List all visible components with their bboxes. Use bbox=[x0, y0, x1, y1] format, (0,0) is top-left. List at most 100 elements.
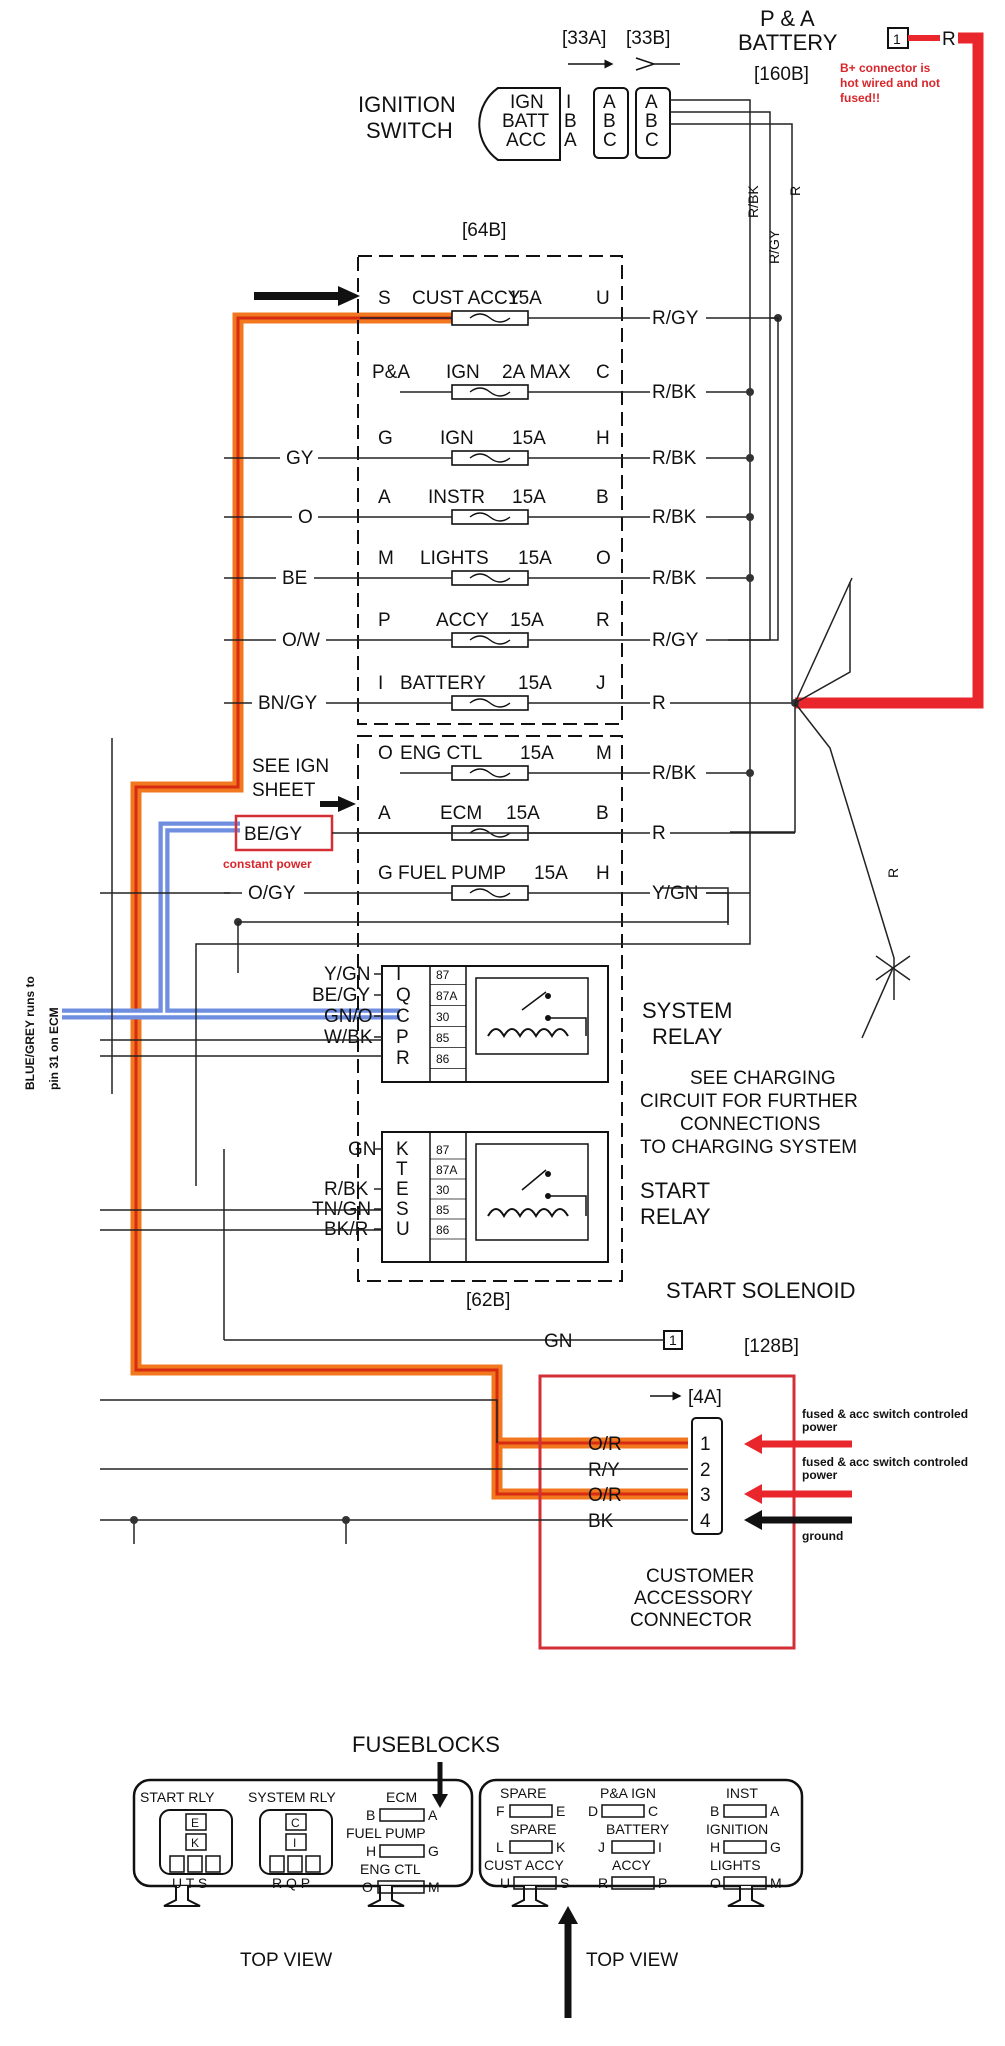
fuse-name: ECM bbox=[440, 803, 482, 824]
acc-title-1: CUSTOMER bbox=[646, 1566, 754, 1587]
relay-letter: U bbox=[396, 1219, 410, 1240]
rf-label-pa-ign: P&A IGN bbox=[600, 1785, 656, 1801]
relay-letter: C bbox=[396, 1006, 410, 1027]
fuse-left-letter: G bbox=[378, 863, 393, 884]
rf-label-battery: BATTERY bbox=[606, 1821, 670, 1837]
relay-letter: S bbox=[396, 1199, 409, 1220]
fuse-name: IGN bbox=[440, 428, 474, 449]
connector-33b: [33B] bbox=[626, 28, 670, 49]
fuse-block-62b bbox=[357, 735, 623, 1282]
connector-128b: [128B] bbox=[744, 1336, 799, 1357]
rf-pin-right: A bbox=[770, 1803, 780, 1819]
rf-pin-left: H bbox=[710, 1839, 720, 1855]
rf-fuse-slot bbox=[723, 1876, 767, 1890]
ign-letter-i: I bbox=[566, 92, 571, 113]
rf-pin-left: F bbox=[496, 1803, 505, 1819]
charging-line-4: TO CHARGING SYSTEM bbox=[640, 1137, 857, 1158]
rf-label-accy: ACCY bbox=[612, 1857, 652, 1873]
rf-pin-left: B bbox=[710, 1803, 719, 1819]
plug-33b-c: C bbox=[645, 130, 659, 151]
start-solenoid-title: START SOLENOID bbox=[666, 1278, 856, 1303]
rf-fuse-slot bbox=[513, 1876, 557, 1890]
relay-pin: 87 bbox=[436, 968, 450, 982]
fuse-out-wire: R/BK bbox=[652, 507, 697, 528]
acc-wire: R/Y bbox=[588, 1460, 620, 1481]
fuse-right-letter: C bbox=[596, 362, 610, 383]
fuse-amp: 15A bbox=[518, 548, 552, 569]
battery-wire-r: R bbox=[942, 29, 956, 50]
acc-wire: O/R bbox=[588, 1485, 622, 1506]
pa-battery: P & A BATTERY [160B] 1 R B+ connector is… bbox=[738, 6, 956, 105]
fuse-name: IGN bbox=[446, 362, 480, 383]
fuse-amp: 15A bbox=[510, 610, 544, 631]
ign-label: IGN bbox=[510, 92, 544, 113]
fuse-right-letter: H bbox=[596, 428, 610, 449]
plug-33a-c: C bbox=[603, 130, 617, 151]
relay-letter: Q bbox=[396, 985, 411, 1006]
lf-ecm-b: B bbox=[366, 1807, 375, 1823]
relay-feed-wires bbox=[100, 887, 729, 1340]
lf-start-e: E bbox=[191, 1816, 199, 1830]
ecm-feed-note: constant power bbox=[223, 857, 312, 871]
vwire-rbk: R/BK bbox=[745, 185, 761, 218]
rf-pin-left: J bbox=[598, 1839, 605, 1855]
rf-label-spare1: SPARE bbox=[500, 1785, 546, 1801]
relay-pin: 30 bbox=[436, 1010, 450, 1024]
battery-note-3: fused!! bbox=[840, 91, 880, 105]
fuse-out-wire: R/GY bbox=[652, 630, 699, 651]
rf-fuse-slot bbox=[611, 1840, 655, 1854]
connector-160b: [160B] bbox=[754, 64, 809, 85]
relay-wire: Y/GN bbox=[324, 964, 370, 985]
rf-pin-right: K bbox=[556, 1839, 566, 1855]
battery-title-2: BATTERY bbox=[738, 30, 838, 55]
acc-wire: BK bbox=[588, 1511, 614, 1532]
fuse-right-letter: M bbox=[596, 743, 612, 764]
connector-33a: [33A] bbox=[562, 28, 606, 49]
vwire-r2: R bbox=[885, 868, 901, 878]
rf-pin-right: E bbox=[556, 1803, 565, 1819]
lf-sys-bottom: R Q P bbox=[272, 1875, 310, 1891]
fuse-out-wire: R/BK bbox=[652, 763, 697, 784]
side-note-2: pin 31 on ECM bbox=[47, 1007, 61, 1090]
fuse-in-wire: GY bbox=[286, 448, 314, 469]
rf-fuse-slot bbox=[723, 1804, 767, 1818]
fuse-amp: 15A bbox=[512, 428, 546, 449]
fuse-left-letter: M bbox=[378, 548, 394, 569]
relay-letter: R bbox=[396, 1048, 410, 1069]
relay-wire: W/BK bbox=[324, 1027, 373, 1048]
rf-label-ignition: IGNITION bbox=[706, 1821, 768, 1837]
rf-pin-left: R bbox=[598, 1875, 608, 1891]
relay-wire: BE/GY bbox=[312, 985, 370, 1006]
ign-letter-b: B bbox=[564, 111, 577, 132]
lf-fuel-h: H bbox=[366, 1843, 376, 1859]
relay-pin: 85 bbox=[436, 1203, 450, 1217]
relay-pin: 30 bbox=[436, 1183, 450, 1197]
fuse-right-letter: J bbox=[596, 673, 606, 694]
see-ign-1: SEE IGN bbox=[252, 756, 329, 777]
relay-pin: 86 bbox=[436, 1052, 450, 1066]
plug-33a-b: B bbox=[603, 111, 616, 132]
relay-letter: P bbox=[396, 1027, 409, 1048]
relay-wire: R/BK bbox=[324, 1179, 369, 1200]
connector-4a: [4A] bbox=[688, 1387, 722, 1408]
rf-pin-right: P bbox=[658, 1875, 667, 1891]
fuse-in-wire: BN/GY bbox=[258, 693, 317, 714]
lf-start-rly: START RLY bbox=[140, 1789, 215, 1805]
plug-33b-a: A bbox=[645, 92, 658, 113]
lf-fuel-g: G bbox=[428, 1843, 439, 1859]
charging-note: SEE CHARGING CIRCUIT FOR FURTHER CONNECT… bbox=[640, 1068, 858, 1158]
relay-pin: 87A bbox=[436, 1163, 457, 1177]
rf-label-inst: INST bbox=[726, 1785, 758, 1801]
fuse-right-letter: U bbox=[596, 288, 610, 309]
lf-sys-c: C bbox=[291, 1816, 300, 1830]
relay-wire: GN/O bbox=[324, 1006, 373, 1027]
rf-fuse-slot bbox=[601, 1804, 645, 1818]
fuse-left-letter: S bbox=[378, 288, 391, 309]
charging-line-2: CIRCUIT FOR FURTHER bbox=[640, 1091, 858, 1112]
